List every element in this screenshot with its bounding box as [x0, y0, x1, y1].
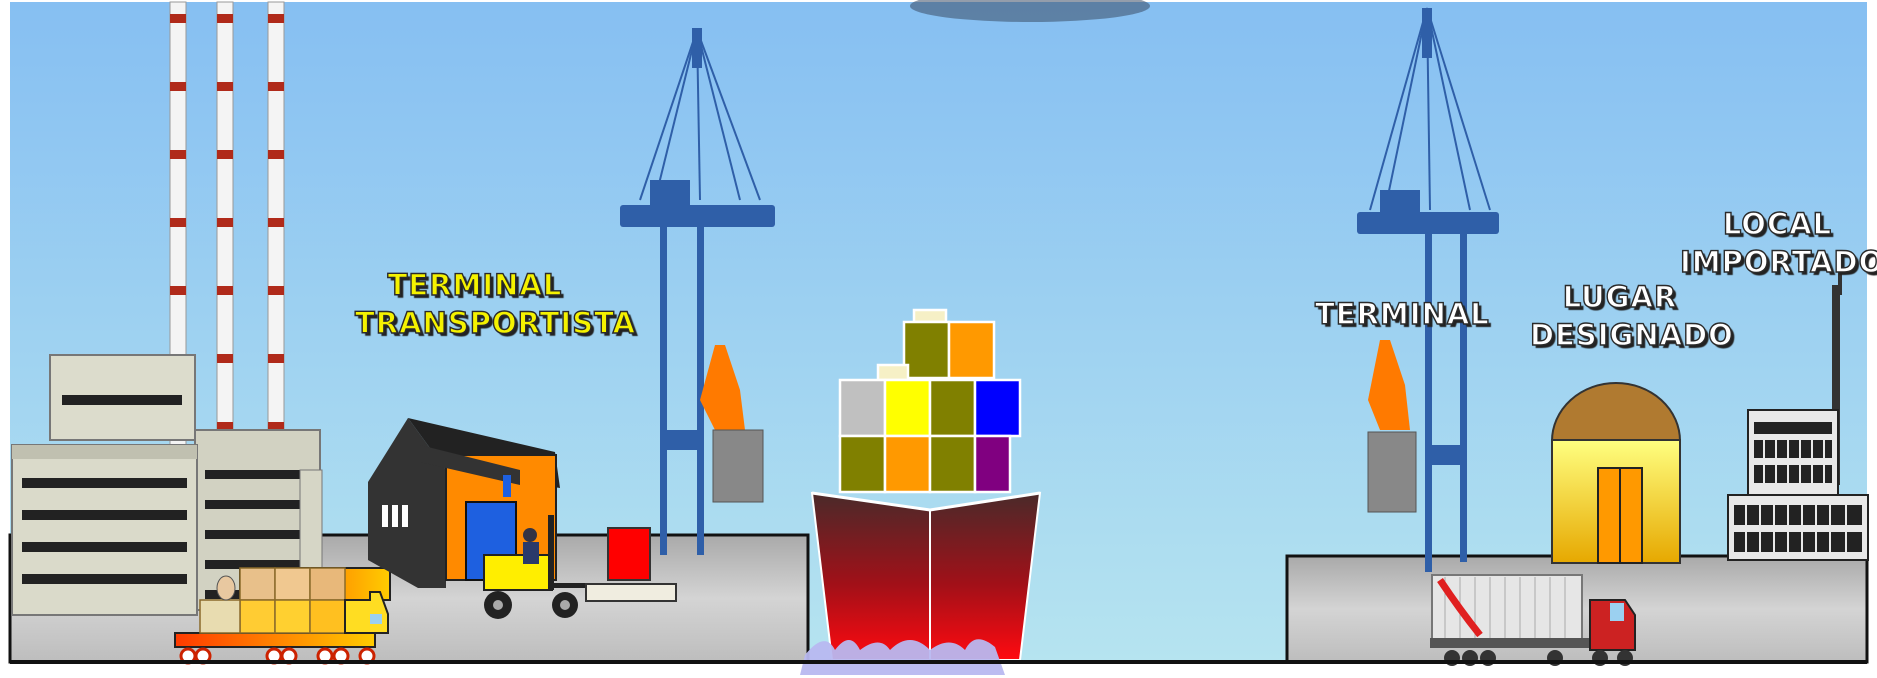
label-line: IMPORTADOR [1680, 243, 1875, 281]
label-line: TERMINAL [1315, 295, 1475, 333]
label-line: LOCAL [1680, 205, 1875, 243]
dome-warehouse-icon [1552, 383, 1680, 563]
label-terminal-transportista: TERMINAL TRANSPORTISTA [355, 266, 595, 342]
label-local-importador: LOCAL IMPORTADOR [1680, 205, 1875, 281]
label-lugar-designado: LUGAR DESIGNADO [1530, 278, 1710, 354]
label-line: TRANSPORTISTA [355, 304, 595, 342]
label-line: LUGAR [1530, 278, 1710, 316]
label-terminal: TERMINAL [1315, 295, 1475, 333]
pallet [586, 584, 676, 601]
label-line: TERMINAL [355, 266, 595, 304]
label-line: DESIGNADO [1530, 316, 1710, 354]
baseline [10, 660, 1867, 664]
red-cargo-box [608, 528, 650, 580]
